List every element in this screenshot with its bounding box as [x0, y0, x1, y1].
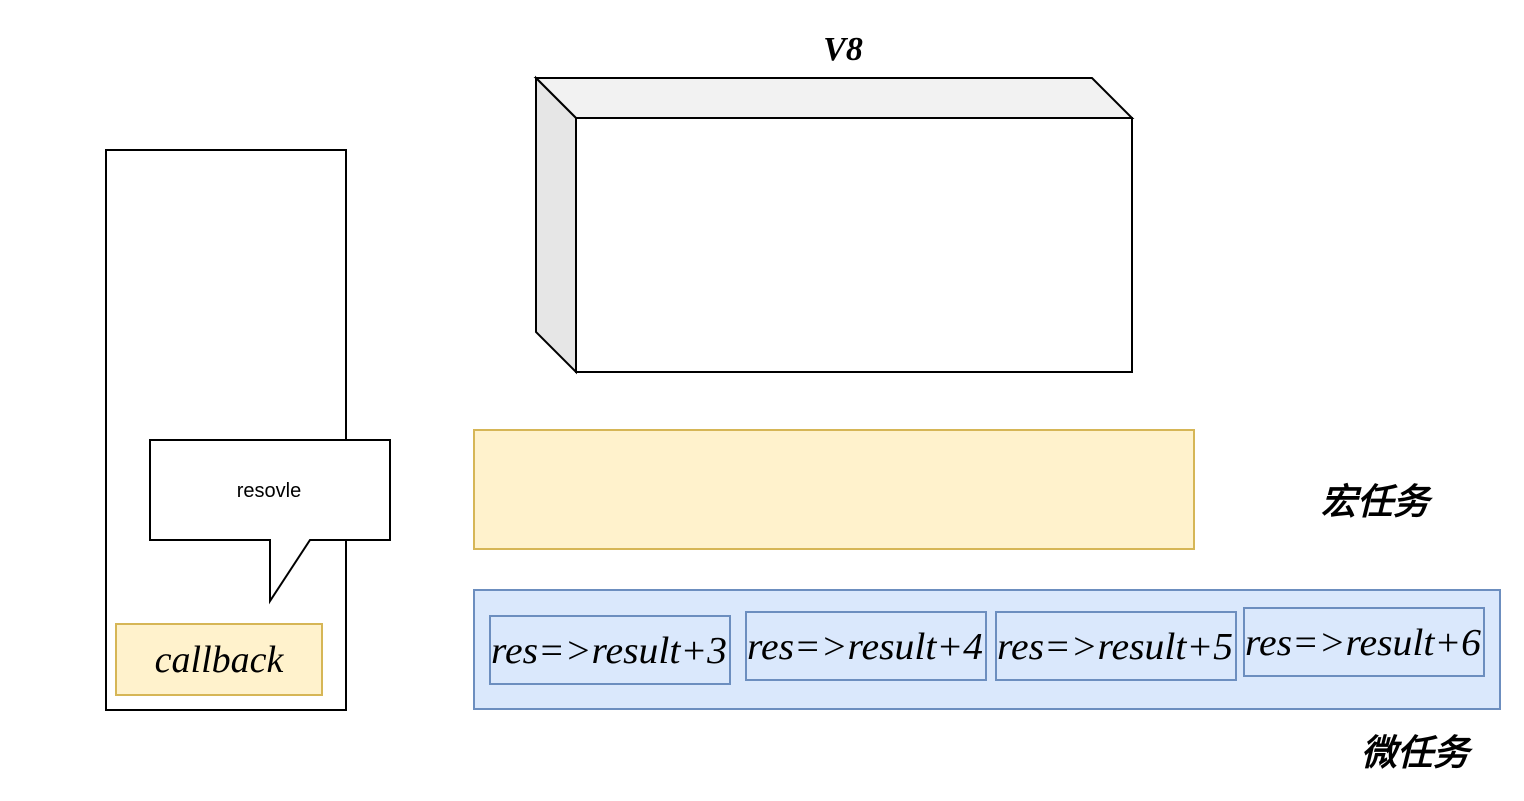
micro-task-item-box [745, 611, 987, 681]
macro-task-queue [473, 429, 1195, 550]
micro-task-item: res=>result+5 [995, 611, 1237, 681]
v8-box-top-face [533, 77, 1135, 119]
callback-box-rect [115, 623, 323, 696]
callback-label: callback [155, 639, 285, 681]
micro-task-item-label: res=>result+3 [491, 630, 727, 672]
micro-task-item: res=>result+4 [745, 611, 987, 681]
micro-task-item-label: res=>result+6 [1245, 622, 1481, 664]
micro-task-item: res=>result+6 [1243, 607, 1485, 677]
callback-box: callback [115, 623, 323, 696]
macro-task-label: 宏任务 [1321, 482, 1433, 523]
v8-box-front-face [575, 117, 1133, 373]
resolve-callout: resovle [149, 439, 391, 605]
call-stack [105, 149, 347, 711]
v8-engine-box [533, 75, 1135, 375]
micro-task-item-box [489, 615, 731, 685]
micro-task-item: res=>result+3 [489, 615, 731, 685]
v8-title: V8 [823, 31, 863, 68]
micro-task-label: 微任务 [1361, 733, 1473, 774]
micro-task-item-label: res=>result+4 [747, 626, 983, 668]
resolve-callout-shape [149, 439, 391, 605]
micro-task-item-box [995, 611, 1237, 681]
v8-box-side-face [535, 75, 577, 375]
resolve-callout-text: resovle [237, 480, 301, 502]
micro-task-item-box [1243, 607, 1485, 677]
micro-task-item-label: res=>result+5 [997, 626, 1233, 668]
